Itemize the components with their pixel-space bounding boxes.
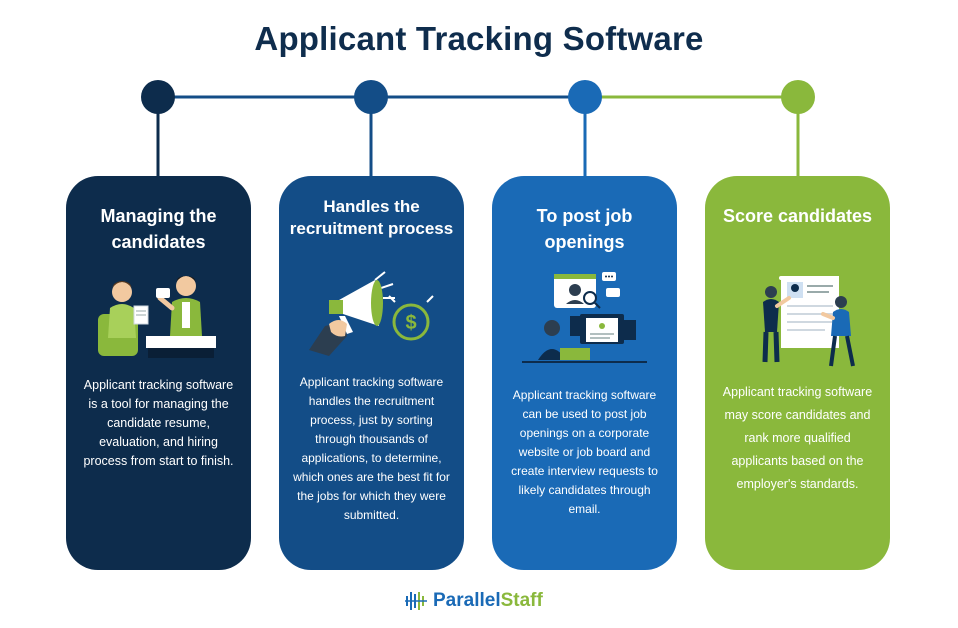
timeline [141,80,815,176]
svg-text:✦: ✦ [787,338,795,349]
timeline-node-3 [568,80,602,114]
page-title: Applicant Tracking Software [254,20,704,57]
card-description: Applicant tracking software can be used … [511,388,658,516]
interview-illustration-icon [98,276,216,358]
score-candidates-icon: ✦ [762,276,855,367]
card-score-candidates: Score candidates ✦ Applicant tracking so… [705,176,890,570]
card-recruitment-process: Handles the recruitment process $ Applic… [279,176,464,570]
card-description: Applicant tracking software may score ca… [722,385,873,491]
card-description: Applicant tracking software is a tool fo… [83,378,234,468]
parallelstaff-logo: ParallelStaff [405,588,575,614]
svg-text:$: $ [405,312,416,334]
logo-text-part1: Parallel [433,590,501,611]
card-managing-candidates: Managing the candidates Applicant tracki… [66,176,251,570]
timeline-node-4 [781,80,815,114]
card-post-job-openings: To post job openings Applicant tracking … [492,176,677,570]
timeline-node-2 [354,80,388,114]
card-heading: Handles the recruitment process [289,197,454,238]
card-heading: Managing the candidates [100,206,217,252]
card-heading: Score candidates [722,206,873,226]
logo-text: ParallelStaff [433,590,543,612]
logo-text-part2: Staff [500,590,543,611]
card-heading: To post job openings [536,206,633,252]
timeline-node-1 [141,80,175,114]
megaphone-dollar-icon: $ [309,271,434,356]
job-posting-icon [522,272,647,363]
logo-bars-icon [405,592,427,610]
card-description: Applicant tracking software handles the … [293,375,450,522]
